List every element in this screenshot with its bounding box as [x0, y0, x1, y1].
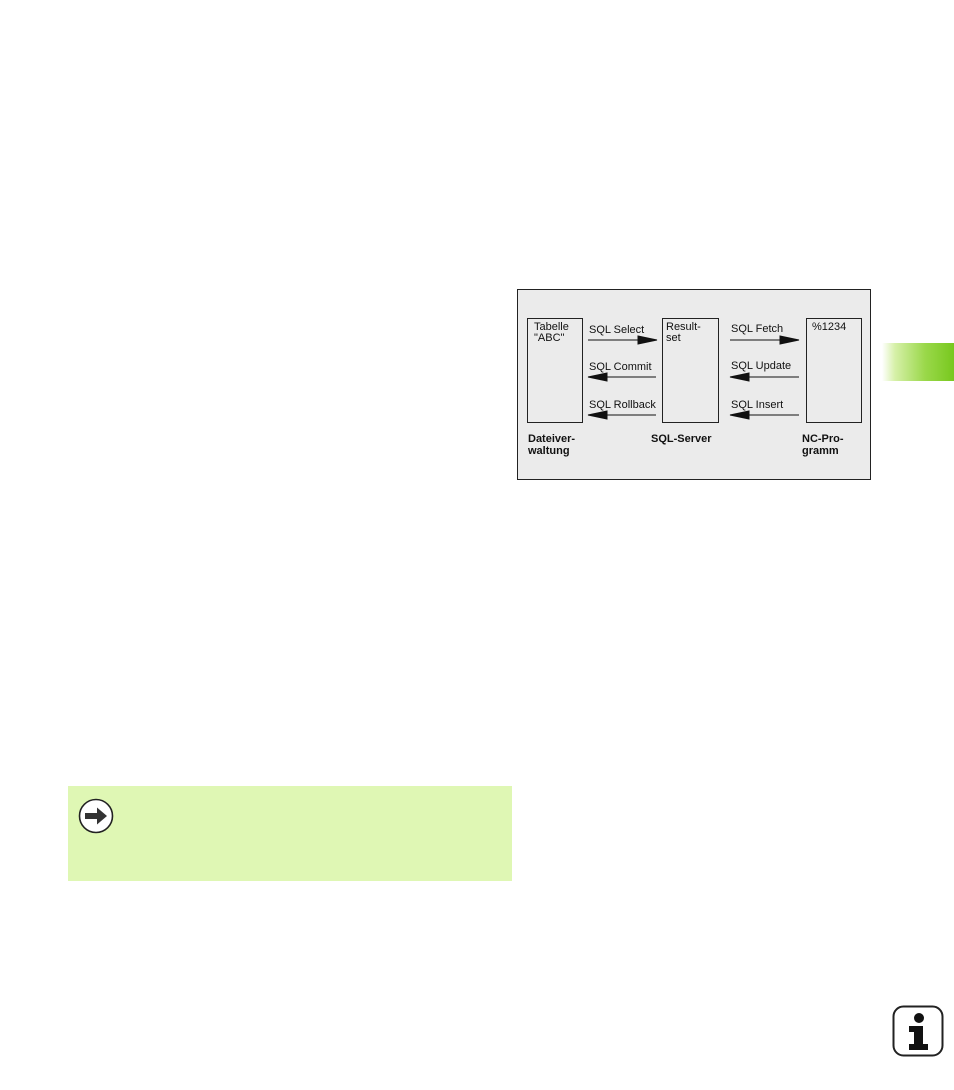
- nc-program-box: %1234: [806, 318, 862, 423]
- sql-rollback-label: SQL Rollback: [589, 399, 656, 411]
- file-management-box: Tabelle "ABC": [527, 318, 583, 423]
- nc-program-caption: NC-Pro- gramm: [802, 433, 844, 457]
- sql-rollback-arrowhead: [587, 410, 608, 420]
- sql-fetch-label: SQL Fetch: [731, 323, 784, 335]
- sql-update-label: SQL Update: [731, 360, 792, 372]
- result-set-box: Result- set: [662, 318, 719, 423]
- arrow-right-icon: [78, 798, 114, 834]
- sql-update-arrowhead: [729, 372, 750, 382]
- chapter-tab: [882, 343, 954, 381]
- file-management-caption: Dateiver- waltung: [528, 433, 576, 457]
- sql-flow-diagram: Tabelle "ABC" Result- set %1234 SQL Sele…: [517, 289, 871, 480]
- sql-fetch-arrowhead: [779, 335, 800, 345]
- sql-commit-arrowhead: [587, 372, 608, 382]
- sql-server-caption: SQL-Server: [651, 433, 712, 445]
- sql-select-label: SQL Select: [589, 324, 645, 336]
- info-icon: [892, 1005, 944, 1057]
- sql-insert-label: SQL Insert: [731, 399, 784, 411]
- sql-insert-arrowhead: [729, 410, 750, 420]
- sql-select-arrowhead: [637, 335, 658, 345]
- sql-commit-label: SQL Commit: [589, 361, 652, 373]
- note-box: [68, 786, 512, 881]
